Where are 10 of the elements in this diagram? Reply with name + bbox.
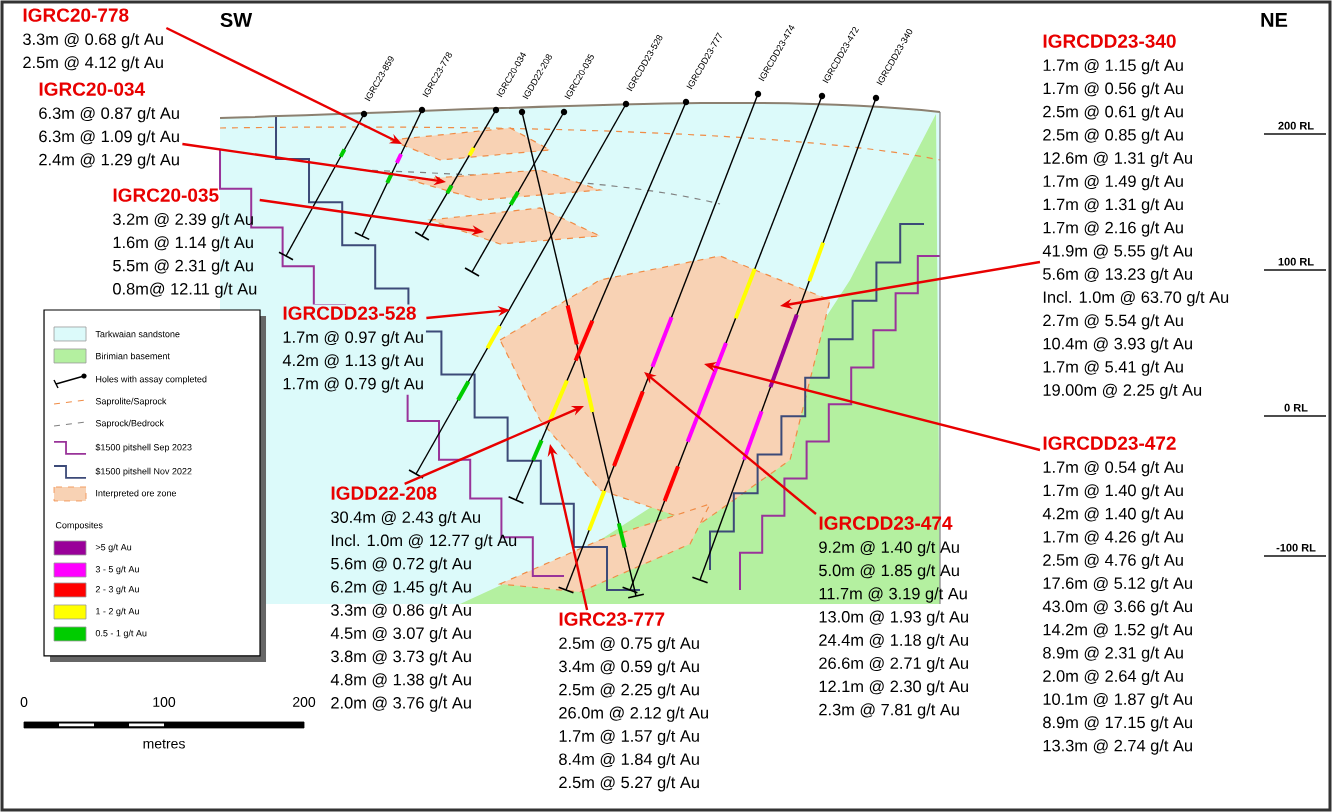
callout-text: IGRCDD23-340 1.7m @ 1.15 g/t Au 1.7m @ 0.56 g/t Au 2.5m @ 0.61 g/t Au 2.5m @ 0.85 g/t Au 12.6m @ 1.31 g/t Au 1.7m @ 1.49 g/t Au 1.7m @ 1.31 g/t Au 1.7m @ 2.16 g/t Au 41.9m @ 5.55 g/t Au 5.6m @ 13.23 g/t Au Incl. 1.0m @ 63.70 g/t Au 2.7m @ 5.54 g/t Au 10.4m @ 3.93 g/t Au 1.7m @ 5.41 g/t Au 19.00m @ 2.25 g/t Au: [1042, 34, 1229, 400]
direction-label: SW: [220, 12, 253, 28]
direction-label: NE: [1261, 13, 1288, 27]
callout-text: IGRC20-778 3.3m @ 0.68 g/t Au 2.5m @ 4.12 g/t Au: [23, 8, 163, 72]
callout-text: IGRCDD23-528 1.7m @ 0.97 g/t Au 4.2m @ 1.13 g/t Au 1.7m @ 0.79 g/t Au: [280, 304, 426, 395]
callout-text: IGRCDD23-472 1.7m @ 0.54 g/t Au 1.7m @ 1.40 g/t Au 4.2m @ 1.40 g/t Au 1.7m @ 4.26 g/t Au 2.5m @ 4.76 g/t Au 17.6m @ 5.12 g/t Au 43.0m @ 3.66 g/t Au 14.2m @ 1.52 g/t Au 8.9m @ 2.31 g/t Au 2.0m @ 2.64 g/t Au 10.1m @ 1.87 g/t Au 8.9m @ 17.15 g/t Au 13.3m @ 2.74 g/t Au: [1042, 436, 1192, 755]
callout-text: IGDD22-208 30.4m @ 2.43 g/t Au Incl. 1.0m @ 12.77 g/t Au 5.6m @ 0.72 g/t Au 6.2m @ 1.45 g/t Au 3.3m @ 0.86 g/t Au 4.5m @ 3.07 g/t Au 3.8m @ 3.73 g/t Au 4.8m @ 1.38 g/t Au 2.0m @ 3.76 g/t Au: [330, 486, 517, 712]
callout-text: IGRC20-034 6.3m @ 0.87 g/t Au 6.3m @ 1.09 g/t Au 2.4m @ 1.29 g/t Au: [39, 82, 179, 169]
callout-text: IGRCDD23-474 9.2m @ 1.40 g/t Au 5.0m @ 1.85 g/t Au 11.7m @ 3.19 g/t Au 13.0m @ 1.93 g/t Au 24.4m @ 1.18 g/t Au 26.6m @ 2.71 g/t Au 12.1m @ 2.30 g/t Au 2.3m @ 7.81 g/t Au: [819, 516, 968, 719]
callout-text: IGRC23-777 2.5m @ 0.75 g/t Au 3.4m @ 0.59 g/t Au 2.5m @ 2.25 g/t Au 26.0m @ 2.12 g/t Au 1.7m @ 1.57 g/t Au 8.4m @ 1.84 g/t Au 2.5m @ 5.27 g/t Au: [559, 612, 708, 792]
